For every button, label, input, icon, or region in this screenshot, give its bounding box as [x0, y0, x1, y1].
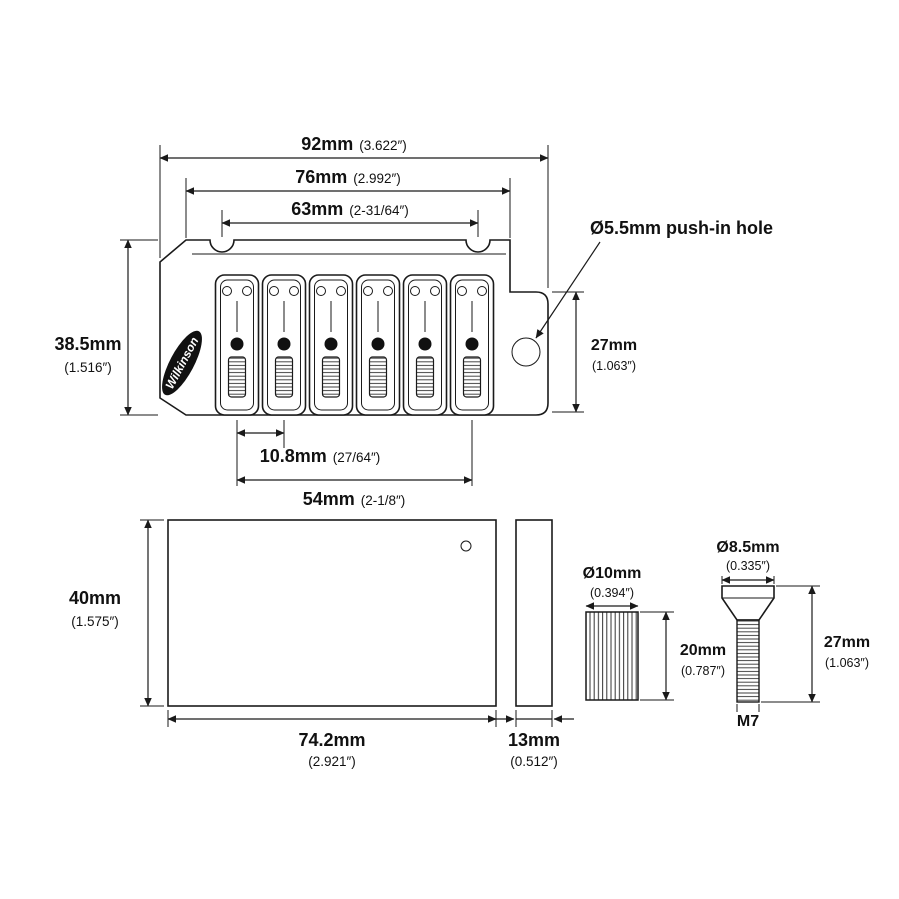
dim-stud-length-mm: 27mm — [824, 634, 870, 651]
dim-bushing-diameter-mm: Ø10mm — [583, 565, 642, 582]
dim-plate-height: 38.5mm (1.516″) — [54, 239, 158, 416]
dim-block-height-inch: (1.575″) — [71, 614, 119, 629]
push-in-hole — [511, 337, 541, 367]
dim-overall-width: 92mm (3.622″) — [159, 134, 549, 288]
dim-bushing-diameter-inch: (0.394″) — [590, 586, 634, 600]
dim-plate-right-height: 27mm (1.063″) — [552, 291, 637, 413]
dim-string-spread-inch: (2-1/8″) — [361, 493, 406, 508]
push-in-hole-label: Ø5.5mm push-in hole — [590, 218, 773, 238]
dim-block-width-mm: 74.2mm — [298, 730, 365, 750]
dim-stud-diameter: Ø8.5mm (0.335″) — [716, 539, 780, 584]
push-in-hole-callout: Ø5.5mm push-in hole — [535, 218, 773, 339]
dim-string-spacing-mm: 10.8mm — [260, 446, 327, 466]
side-view-plate — [515, 519, 553, 707]
dim-stud-diameter-mm: Ø8.5mm — [716, 539, 779, 556]
dim-pivot-spacing: 63mm (2-31/64″) — [221, 199, 479, 237]
dim-mounting-width-inch: (2.992″) — [353, 171, 401, 186]
dim-string-spacing: 10.8mm (27/64″) — [236, 420, 381, 486]
bushing-view — [585, 611, 639, 701]
dim-overall-width-label: 92mm (3.622″) — [301, 134, 407, 154]
dim-stud-thread-label: M7 — [737, 713, 759, 730]
plate-hole — [460, 540, 472, 552]
dim-plate-height-mm: 38.5mm — [54, 334, 121, 354]
dim-stud-thread: M7 — [736, 704, 760, 730]
dim-block-width-inch: (2.921″) — [308, 754, 356, 769]
dim-string-spacing-inch: (27/64″) — [333, 450, 381, 465]
dim-overall-width-mm: 92mm — [301, 134, 353, 154]
saddle-5 — [402, 274, 448, 416]
dim-bushing-diameter: Ø10mm (0.394″) — [583, 565, 642, 610]
dim-pivot-spacing-label: 63mm (2-31/64″) — [291, 199, 409, 219]
dim-mounting-width-mm: 76mm — [295, 167, 347, 187]
dim-stud-length-inch: (1.063″) — [825, 656, 869, 670]
front-view-plate — [167, 519, 497, 707]
dim-string-spread-mm: 54mm — [303, 489, 355, 509]
saddle-4 — [355, 274, 401, 416]
saddle-2 — [261, 274, 307, 416]
top-view-bridge-plate: Wilkinson — [159, 239, 549, 416]
dim-string-spacing-label: 10.8mm (27/64″) — [260, 446, 381, 466]
saddle-3 — [308, 274, 354, 416]
dim-mounting-width-label: 76mm (2.992″) — [295, 167, 401, 187]
dim-plate-height-inch: (1.516″) — [64, 360, 112, 375]
dim-plate-right-height-inch: (1.063″) — [592, 359, 636, 373]
dim-block-height: 40mm (1.575″) — [69, 519, 164, 707]
dim-bushing-length-mm: 20mm — [680, 642, 726, 659]
dim-block-width: 74.2mm (2.921″) — [167, 710, 497, 769]
dim-block-thickness-mm: 13mm — [508, 730, 560, 750]
dim-stud-length: 27mm (1.063″) — [761, 585, 870, 703]
stud-screw-view — [721, 585, 775, 703]
dim-stud-diameter-inch: (0.335″) — [726, 559, 770, 573]
dim-string-spread-label: 54mm (2-1/8″) — [303, 489, 406, 509]
dim-mounting-width: 76mm (2.992″) — [185, 167, 511, 238]
dim-pivot-spacing-inch: (2-31/64″) — [349, 203, 409, 218]
saddle-6 — [449, 274, 495, 416]
dim-overall-width-inch: (3.622″) — [359, 138, 407, 153]
dim-string-spread: 54mm (2-1/8″) — [236, 420, 473, 509]
dim-plate-right-height-mm: 27mm — [591, 337, 637, 354]
saddle-1 — [214, 274, 260, 416]
dim-bushing-length-inch: (0.787″) — [681, 664, 725, 678]
dim-pivot-spacing-mm: 63mm — [291, 199, 343, 219]
dim-block-thickness: 13mm (0.512″) — [494, 710, 574, 769]
dim-block-height-mm: 40mm — [69, 588, 121, 608]
dim-bushing-length: 20mm (0.787″) — [640, 611, 726, 701]
dim-block-thickness-inch: (0.512″) — [510, 754, 558, 769]
